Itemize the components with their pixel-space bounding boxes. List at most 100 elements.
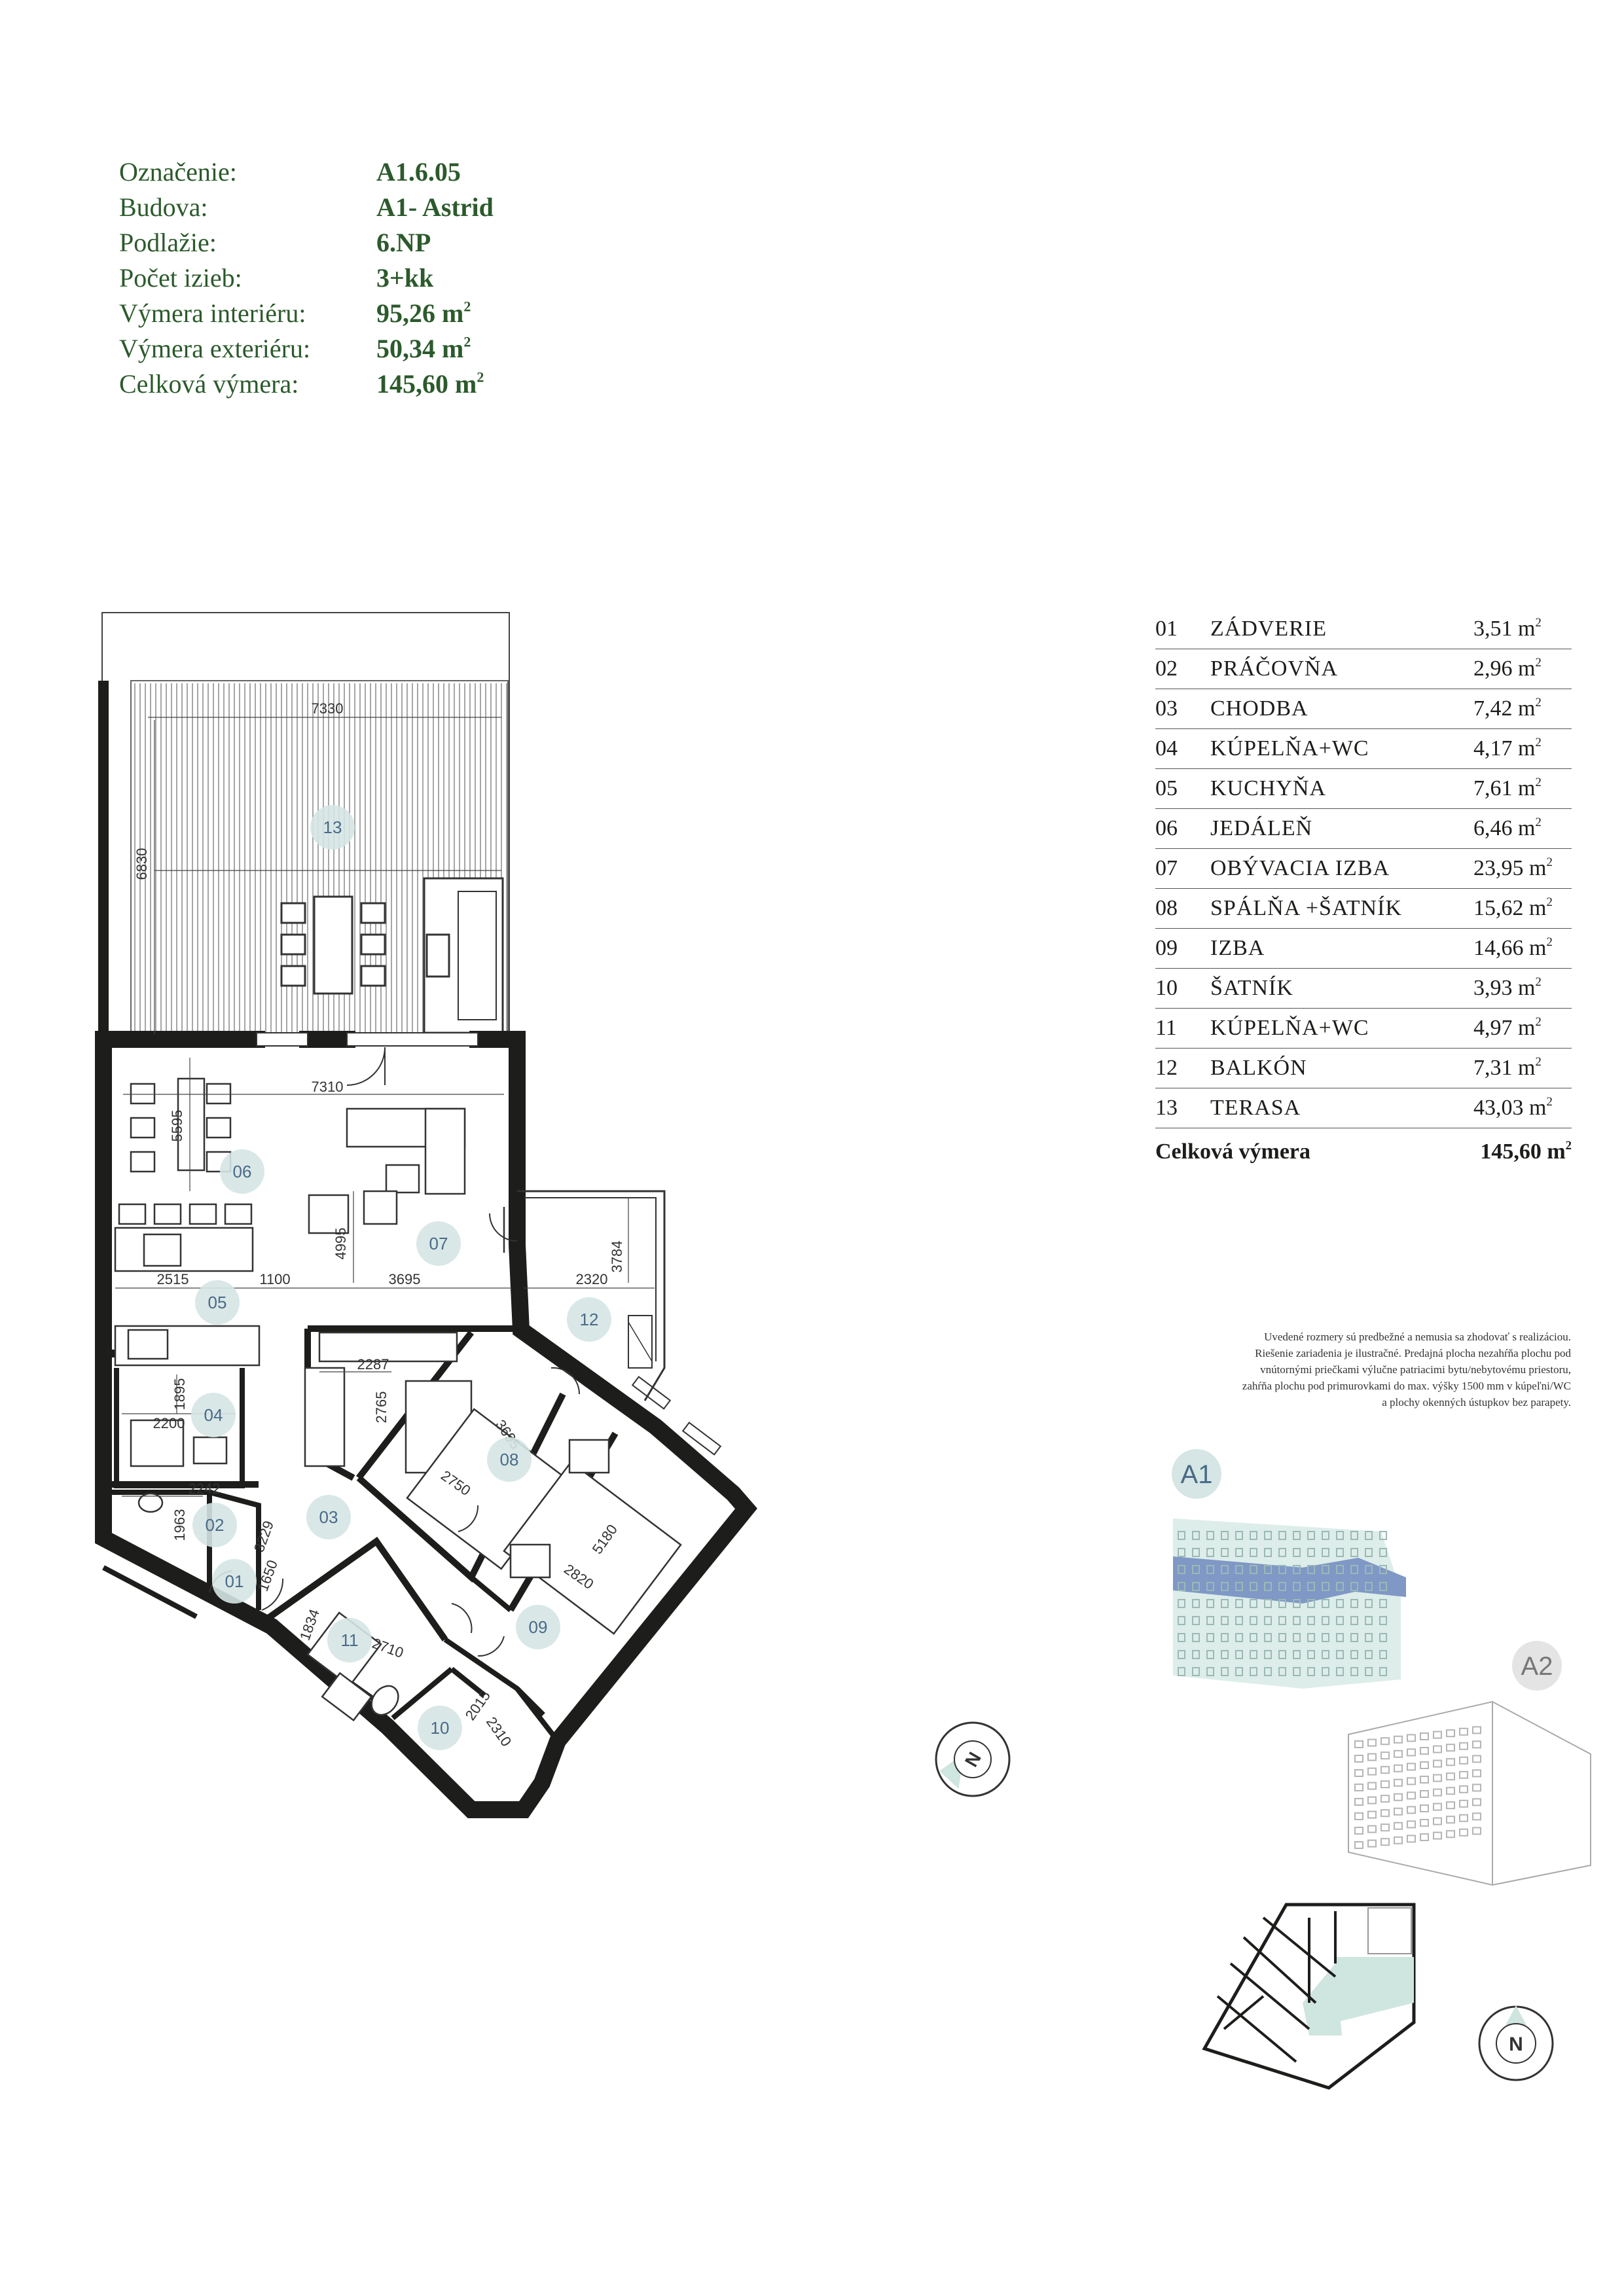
room-num: 10	[1155, 976, 1210, 1001]
dimension-label: 1834	[297, 1607, 323, 1643]
dimension-label: 4995	[333, 1228, 349, 1260]
room-name-text: KUCHYŇA	[1210, 776, 1326, 800]
room-area-text: 7,42 m	[1473, 696, 1536, 721]
disclaimer-note: Uvedené rozmery sú predbežné a nemusia s…	[1139, 1329, 1571, 1410]
room-area-text: 2,96 m	[1473, 656, 1536, 681]
building-a1-illustration: A1	[1172, 1449, 1406, 1689]
info-value-text: 6.NP	[376, 227, 431, 257]
room-bubble: 08	[487, 1437, 532, 1482]
dimension-label: 3784	[609, 1241, 625, 1273]
room-name-text: CHODBA	[1210, 696, 1308, 721]
superscript: 2	[1565, 1138, 1572, 1153]
room-num: 04	[1155, 736, 1210, 761]
room-name: CHODBA	[1210, 696, 1473, 721]
room-bubble: 07	[416, 1221, 461, 1266]
superscript: 2	[1535, 1054, 1542, 1069]
superscript: 2	[1535, 815, 1542, 829]
info-row: Celková výmera:145,60 m2	[119, 366, 494, 401]
room-num: 06	[1155, 816, 1210, 841]
room-num: 12	[1155, 1056, 1210, 1081]
dimension-label: 2320	[576, 1271, 608, 1287]
disclaimer-line: Riešenie zariadenia je ilustračné. Preda…	[1255, 1347, 1571, 1359]
disclaimer-line: vnútornými priečkami výlučne patriacimi …	[1260, 1363, 1571, 1376]
room-area: 4,17 m2	[1473, 736, 1572, 761]
room-bubble-label: 10	[431, 1718, 450, 1738]
room-name-text: SPÁLŇA +ŠATNÍK	[1210, 896, 1402, 920]
info-label: Označenie:	[119, 156, 237, 187]
dimension-label: 2765	[373, 1391, 389, 1424]
dimension-label: 2310	[483, 1713, 515, 1749]
room-num-text: 09	[1155, 936, 1178, 960]
room-area: 14,66 m2	[1473, 936, 1572, 961]
room-num: 03	[1155, 696, 1210, 721]
dimension-label: 3695	[389, 1271, 421, 1287]
room-bubble-label: 12	[580, 1310, 599, 1329]
info-row: Počet izieb:3+kk	[119, 260, 494, 295]
dimension-label: 2200	[153, 1415, 185, 1431]
room-name-text: ZÁDVERIE	[1210, 617, 1327, 641]
room-name-text: ŠATNÍK	[1210, 976, 1293, 1000]
room-bubble-label: 03	[319, 1507, 338, 1527]
superscript: 2	[477, 368, 484, 385]
room-bubble-label: 13	[323, 817, 342, 837]
room-name-text: BALKÓN	[1210, 1056, 1307, 1080]
room-name-text: KÚPELŇA+WC	[1210, 1016, 1369, 1040]
room-num: 01	[1155, 617, 1210, 641]
room-name: BALKÓN	[1210, 1056, 1473, 1081]
room-bubble-label: 11	[341, 1630, 359, 1650]
room-name: OBÝVACIA IZBA	[1210, 856, 1473, 881]
info-row: Označenie:A1.6.05	[119, 154, 494, 189]
room-bubble: 05	[195, 1280, 240, 1325]
balcony	[517, 1190, 666, 1401]
room-area: 2,96 m2	[1473, 656, 1572, 681]
dimension-label: 6830	[134, 848, 150, 880]
superscript: 2	[1535, 655, 1542, 670]
superscript: 2	[463, 333, 471, 350]
room-num: 02	[1155, 656, 1210, 681]
info-value: 3+kk	[376, 262, 433, 293]
room-area-text: 14,66 m	[1473, 936, 1547, 960]
info-value: 145,60 m2	[376, 368, 484, 399]
room-num-text: 03	[1155, 696, 1178, 721]
building-a1-label: A1	[1181, 1460, 1213, 1489]
superscript: 2	[1546, 1094, 1553, 1109]
dimension-label: 2287	[357, 1356, 389, 1372]
room-name: TERASA	[1210, 1096, 1473, 1121]
room-name-text: PRÁČOVŇA	[1210, 656, 1339, 681]
room-area-text: 7,31 m	[1473, 1056, 1536, 1080]
dimension-label: 1963	[171, 1509, 188, 1541]
room-num-text: 08	[1155, 896, 1178, 920]
dimension-label: 7310	[312, 1079, 344, 1095]
room-num: 05	[1155, 776, 1210, 801]
room-area: 7,61 m2	[1473, 776, 1572, 801]
dimension-label: 2015	[462, 1687, 494, 1723]
info-label: Výmera interiéru:	[119, 298, 306, 328]
superscript: 2	[1535, 695, 1542, 709]
info-label: Budova:	[119, 192, 208, 222]
dimension-label: 2242	[189, 1480, 221, 1497]
info-value-text: A1- Astrid	[376, 192, 494, 222]
info-row: Výmera interiéru:95,26 m2	[119, 295, 494, 331]
compass-plan-icon: N	[935, 1721, 1011, 1797]
room-bubble: 06	[220, 1149, 264, 1194]
room-bubble: 09	[516, 1605, 560, 1649]
room-name: ŠATNÍK	[1210, 976, 1473, 1001]
room-area: 3,93 m2	[1473, 976, 1572, 1001]
room-bubble-label: 04	[204, 1405, 223, 1425]
info-label: Výmera exteriéru:	[119, 333, 311, 363]
dimension-label: 1100	[259, 1271, 290, 1287]
room-bubble: 11	[327, 1618, 372, 1662]
room-area: 3,51 m2	[1473, 617, 1572, 641]
room-bubble-label: 06	[233, 1162, 252, 1181]
superscript: 2	[1546, 895, 1553, 909]
info-row: Podlažie:6.NP	[119, 224, 494, 260]
dimension-label: 1895	[171, 1378, 188, 1410]
